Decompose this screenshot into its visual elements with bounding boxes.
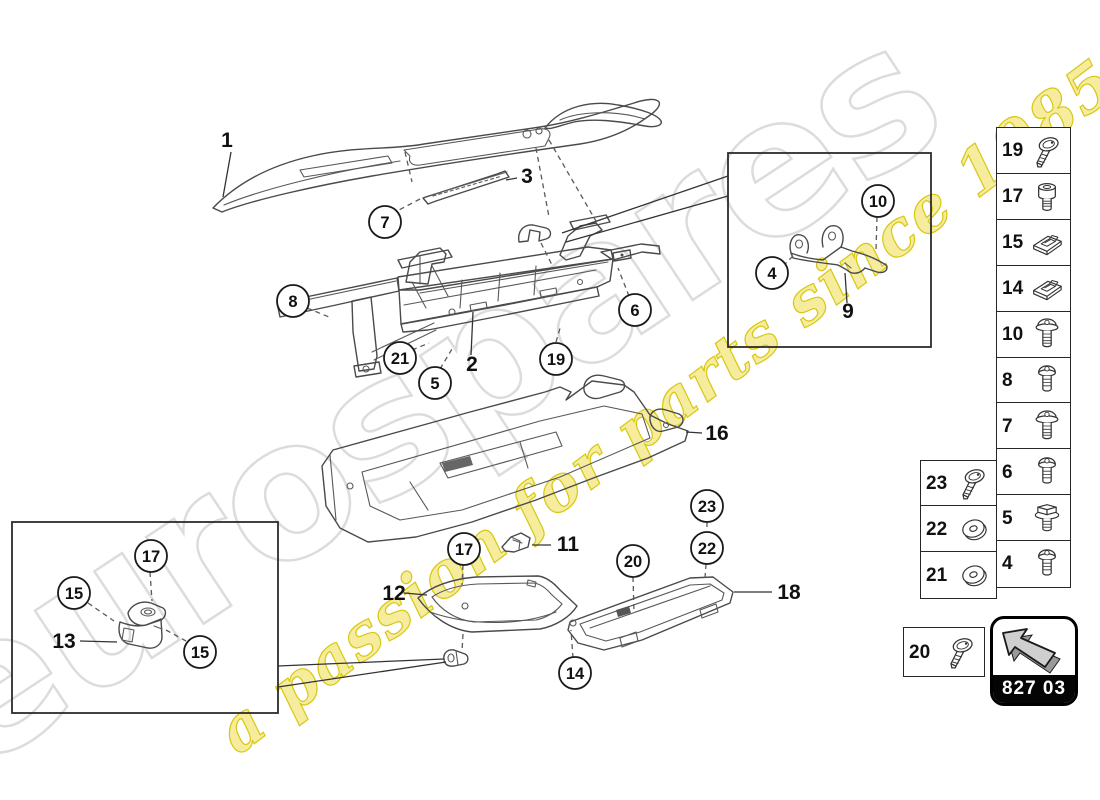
callout-8[interactable]: 8 bbox=[276, 284, 310, 318]
fastener-row-20[interactable]: 20 bbox=[903, 627, 985, 677]
callout-7[interactable]: 7 bbox=[368, 205, 402, 239]
label-part-18[interactable]: 18 bbox=[777, 581, 801, 604]
screw-dome-icon bbox=[1027, 360, 1067, 400]
washer-icon bbox=[953, 509, 993, 549]
callout-21[interactable]: 21 bbox=[383, 341, 417, 375]
svg-text:21: 21 bbox=[391, 350, 409, 368]
callout-4[interactable]: 4 bbox=[755, 256, 789, 290]
fastener-row-7[interactable]: 7 bbox=[996, 402, 1071, 450]
svg-text:22: 22 bbox=[698, 540, 716, 558]
callout-22[interactable]: 22 bbox=[690, 531, 724, 565]
label-part-13[interactable]: 13 bbox=[52, 630, 75, 653]
bolt-hex-washer-icon bbox=[1027, 498, 1067, 538]
assembly-dashed-lines bbox=[87, 139, 878, 659]
svg-text:15: 15 bbox=[65, 585, 83, 603]
screw-pan-angled-icon bbox=[941, 632, 981, 672]
svg-text:8: 8 bbox=[288, 293, 297, 311]
fastener-row-14[interactable]: 14 bbox=[996, 264, 1071, 313]
svg-text:20: 20 bbox=[624, 553, 642, 571]
part-grille-panel bbox=[567, 576, 734, 651]
fastener-row-8[interactable]: 8 bbox=[996, 356, 1071, 405]
callout-17b[interactable]: 17 bbox=[447, 532, 481, 566]
svg-text:4: 4 bbox=[767, 265, 777, 283]
callout-15b[interactable]: 15 bbox=[183, 635, 217, 669]
part-mount-bracket bbox=[118, 601, 167, 649]
svg-text:17: 17 bbox=[142, 548, 160, 566]
svg-text:17: 17 bbox=[455, 541, 473, 559]
diagram-nav-tile[interactable]: 827 03 bbox=[990, 616, 1078, 706]
svg-text:6: 6 bbox=[630, 302, 639, 320]
fastener-row-17[interactable]: 17 bbox=[996, 172, 1071, 221]
part-rear-spoiler bbox=[212, 98, 663, 213]
part-clip-bracket-top bbox=[517, 224, 552, 243]
diagram-code-badge: 827 03 bbox=[993, 675, 1075, 703]
fastener-row-21[interactable]: 21 bbox=[920, 551, 997, 599]
leader-lines bbox=[79, 151, 848, 643]
fastener-box-20: 20 bbox=[903, 627, 985, 677]
part-support-bracket bbox=[789, 225, 888, 274]
screw-dome-icon bbox=[1027, 452, 1067, 492]
label-part-1[interactable]: 1 bbox=[221, 129, 233, 152]
callout-23[interactable]: 23 bbox=[690, 489, 724, 523]
label-part-2[interactable]: 2 bbox=[466, 353, 478, 376]
fastener-row-10[interactable]: 10 bbox=[996, 310, 1071, 359]
fastener-row-15[interactable]: 15 bbox=[996, 218, 1071, 267]
fastener-legend-column-2: 23 22 21 bbox=[920, 459, 997, 599]
part-side-cover bbox=[417, 575, 578, 633]
part-spacer-clip bbox=[443, 649, 469, 667]
part-clip-small bbox=[501, 532, 531, 553]
callout-19[interactable]: 19 bbox=[539, 342, 573, 376]
arrow-up-left-icon bbox=[1002, 628, 1061, 674]
part-trim-strip bbox=[422, 170, 510, 205]
callout-6[interactable]: 6 bbox=[618, 293, 652, 327]
washer-icon bbox=[953, 555, 993, 595]
part-underbody-cover bbox=[321, 374, 689, 543]
label-part-9[interactable]: 9 bbox=[842, 300, 854, 323]
svg-text:19: 19 bbox=[547, 351, 565, 369]
fastener-row-6[interactable]: 6 bbox=[996, 448, 1071, 496]
part-crossmember bbox=[276, 214, 661, 378]
label-part-12[interactable]: 12 bbox=[382, 582, 405, 605]
callout-15a[interactable]: 15 bbox=[57, 576, 91, 610]
clip-nut-icon bbox=[1027, 223, 1067, 263]
label-part-11[interactable]: 11 bbox=[557, 533, 580, 556]
label-part-16[interactable]: 16 bbox=[705, 422, 728, 445]
callout-10[interactable]: 10 bbox=[861, 184, 895, 218]
svg-text:5: 5 bbox=[430, 375, 439, 393]
callout-17a[interactable]: 17 bbox=[134, 539, 168, 573]
diagram-code: 827 03 bbox=[1001, 678, 1067, 699]
screw-dome-icon bbox=[1027, 544, 1067, 584]
svg-text:10: 10 bbox=[869, 193, 887, 211]
svg-text:23: 23 bbox=[698, 498, 716, 516]
callout-20[interactable]: 20 bbox=[616, 544, 650, 578]
label-part-3[interactable]: 3 bbox=[521, 165, 533, 188]
clip-nut-icon bbox=[1027, 268, 1067, 308]
svg-text:15: 15 bbox=[191, 644, 209, 662]
fastener-row-4[interactable]: 4 bbox=[996, 540, 1071, 588]
screw-barrel-icon bbox=[1027, 177, 1067, 217]
fastener-row-22[interactable]: 22 bbox=[920, 505, 997, 553]
callout-14[interactable]: 14 bbox=[558, 656, 592, 690]
fastener-row-19[interactable]: 19 bbox=[996, 127, 1071, 175]
fastener-row-23[interactable]: 23 bbox=[920, 459, 997, 507]
fastener-row-5[interactable]: 5 bbox=[996, 494, 1071, 542]
detail-box-pointer-lines bbox=[277, 175, 729, 688]
screw-dome-washer-icon bbox=[1027, 314, 1067, 354]
screw-pan-angled-icon bbox=[953, 463, 993, 503]
screw-dome-washer-icon bbox=[1027, 406, 1067, 446]
detail-box-bracket bbox=[727, 152, 932, 348]
svg-text:7: 7 bbox=[380, 214, 389, 232]
detail-box-mount bbox=[11, 521, 279, 714]
fastener-legend-column: 19 17 15 14 10 8 7 6 5 4 bbox=[996, 127, 1071, 588]
callout-5[interactable]: 5 bbox=[418, 366, 452, 400]
watermark-brand-text: eurospares bbox=[0, 0, 978, 800]
svg-text:14: 14 bbox=[566, 665, 585, 683]
screw-pan-angled-icon bbox=[1027, 131, 1067, 171]
